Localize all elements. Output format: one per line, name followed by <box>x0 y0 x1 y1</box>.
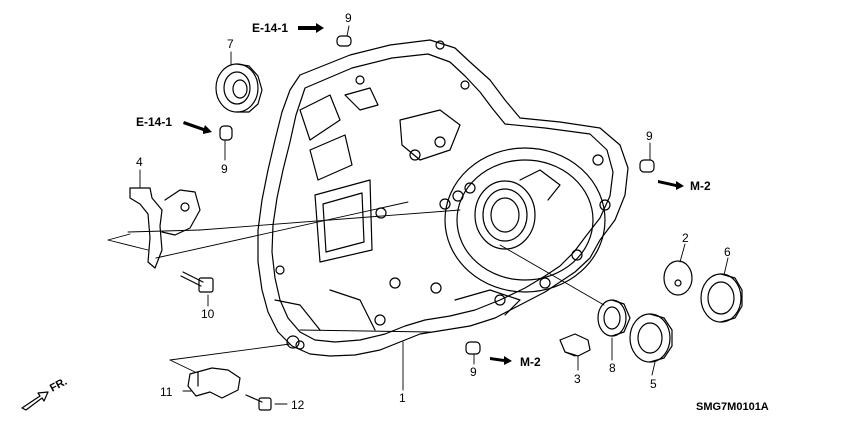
shim-drawing <box>663 260 693 296</box>
callout-3: 3 <box>574 372 581 386</box>
roller-bearing-drawing <box>700 273 743 323</box>
leader-lines <box>107 25 729 405</box>
oil-seal-drawing <box>215 63 263 113</box>
callout-9-left: 9 <box>221 162 228 176</box>
bracket-drawing <box>129 187 201 269</box>
seal-8-drawing <box>597 299 631 337</box>
callout-4: 4 <box>136 155 143 169</box>
clutch-housing-drawing <box>257 39 629 357</box>
callout-6: 6 <box>724 245 731 259</box>
callout-12: 12 <box>291 398 305 412</box>
dowel-pins-drawing <box>219 35 655 355</box>
callout-1: 1 <box>399 391 406 405</box>
reference-arrows <box>183 23 684 365</box>
callout-9-top: 9 <box>345 11 352 25</box>
front-arrow-icon <box>21 391 49 411</box>
bolt-10-drawing <box>180 271 214 293</box>
bracket-11-drawing <box>187 367 241 399</box>
callout-9-bottom: 9 <box>470 365 477 379</box>
callout-9-right: 9 <box>646 129 653 143</box>
bolt-12-drawing <box>245 394 272 411</box>
reference-m2-bottom: M-2 <box>520 355 541 369</box>
reference-m2-right: M-2 <box>690 179 711 193</box>
reference-e14-left: E-14-1 <box>136 115 173 129</box>
diagram-code: SMG7M0101A <box>696 401 769 413</box>
callout-2: 2 <box>682 231 689 245</box>
callout-8: 8 <box>609 361 616 375</box>
ball-bearing-drawing <box>629 313 673 363</box>
callout-5: 5 <box>650 377 657 391</box>
callout-10: 10 <box>201 307 215 321</box>
clip-3-drawing <box>559 333 591 357</box>
callout-7: 7 <box>227 37 234 51</box>
reference-e14-top: E-14-1 <box>252 21 289 35</box>
callout-11: 11 <box>160 385 173 399</box>
